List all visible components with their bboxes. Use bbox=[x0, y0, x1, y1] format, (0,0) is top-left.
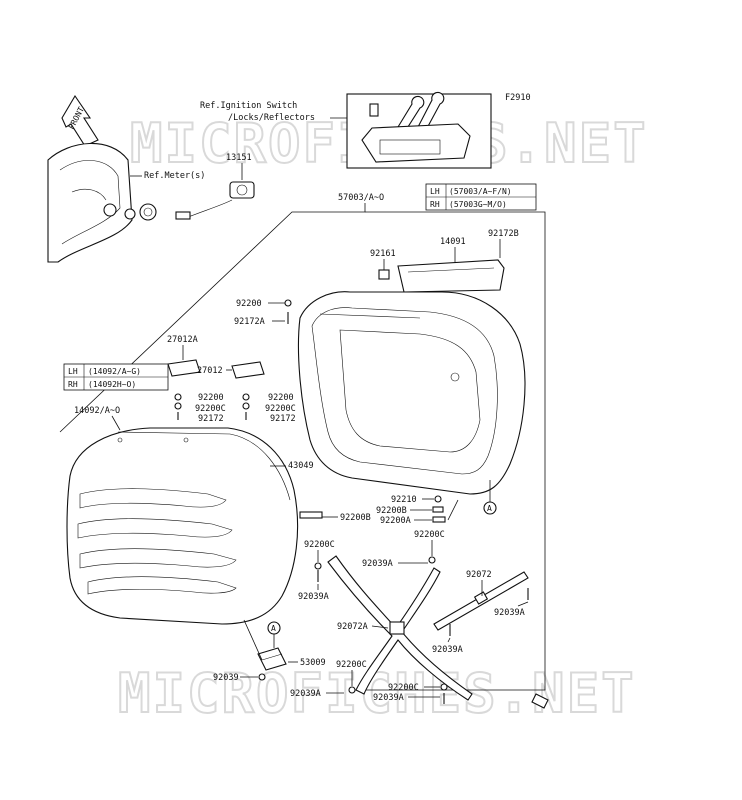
callout-14092: 14092/A~O bbox=[74, 406, 120, 416]
cover-table-lh-codes: (14092/A~G) bbox=[88, 367, 141, 376]
callout-92200C-strap-left: 92200C bbox=[304, 540, 335, 550]
callout-92172B: 92172B bbox=[488, 229, 519, 239]
callout-92039A-right: 92039A bbox=[494, 608, 525, 618]
callout-92210: 92210 bbox=[391, 495, 417, 505]
callout-92039A-lower-mid: 92039A bbox=[432, 645, 463, 655]
callout-92172-right: 92172 bbox=[270, 414, 296, 424]
callout-92039: 92039 bbox=[213, 673, 239, 683]
bracket-27012 bbox=[231, 361, 265, 379]
callout-14091: 14091 bbox=[440, 237, 466, 247]
callout-53009: 53009 bbox=[300, 658, 326, 668]
strap-92072A bbox=[327, 555, 473, 701]
ref-circle-a-upper: A bbox=[487, 504, 492, 513]
callout-92200B-left: 92200B bbox=[340, 513, 371, 523]
saddlebag-cover bbox=[66, 427, 323, 625]
callout-92200C-right: 92200C bbox=[265, 404, 296, 414]
ref-ignition-line2: /Locks/Reflectors bbox=[228, 113, 315, 123]
callout-92039A-left: 92039A bbox=[298, 592, 329, 602]
callout-27012: 27012 bbox=[197, 366, 223, 376]
cover-table-lh: LH bbox=[68, 367, 78, 376]
callout-57003: 57003/A~O bbox=[338, 193, 384, 203]
callout-27012A: 27012A bbox=[167, 335, 198, 345]
cover-table-rh: RH bbox=[68, 380, 78, 389]
callout-92200-right: 92200 bbox=[268, 393, 294, 403]
callout-92072: 92072 bbox=[466, 570, 492, 580]
callout-43049: 43049 bbox=[288, 461, 314, 471]
cover-variant-table: LH (14092/A~G) RH (14092H~O) bbox=[63, 363, 169, 391]
ignition-lock-box bbox=[346, 91, 492, 169]
latch-53009 bbox=[257, 647, 287, 671]
callout-92200-left: 92200 bbox=[198, 393, 224, 403]
figure-code: F2910 bbox=[505, 93, 531, 103]
case-table-rh-codes: (57003G~M/O) bbox=[449, 200, 507, 209]
callout-92072A: 92072A bbox=[337, 622, 368, 632]
bracket-27012A bbox=[167, 359, 201, 377]
reflector-part bbox=[397, 259, 505, 293]
ref-meter: Ref.Meter(s) bbox=[144, 171, 205, 181]
case-variant-table: LH (57003/A~F/N) RH (57003G~M/O) bbox=[425, 183, 537, 211]
front-arrow-icon: FRONT bbox=[61, 94, 99, 147]
socket-part bbox=[175, 181, 255, 220]
callout-92200B-right: 92200B bbox=[376, 506, 407, 516]
meter-fairing bbox=[47, 142, 157, 263]
callout-92200-upper: 92200 bbox=[236, 299, 262, 309]
callout-92200C-lower-left: 92200C bbox=[336, 660, 367, 670]
ref-circle-a-lower: A bbox=[271, 624, 276, 633]
callout-92161: 92161 bbox=[370, 249, 396, 259]
callout-92039A-lower-left: 92039A bbox=[290, 689, 321, 699]
callout-92039A-center: 92039A bbox=[362, 559, 393, 569]
callout-92200C-strap-center: 92200C bbox=[414, 530, 445, 540]
case-table-lh-codes: (57003/A~F/N) bbox=[449, 187, 512, 196]
callout-92200A: 92200A bbox=[380, 516, 411, 526]
callout-92200C-lower-right: 92200C bbox=[388, 683, 419, 693]
callout-92172A-upper: 92172A bbox=[234, 317, 265, 327]
saddlebag-case bbox=[297, 291, 526, 495]
case-table-lh: LH bbox=[430, 187, 440, 196]
cover-table-rh-codes: (14092H~O) bbox=[88, 380, 136, 389]
strap-92072 bbox=[433, 571, 529, 631]
ref-ignition-line1: Ref.Ignition Switch bbox=[200, 101, 297, 111]
case-table-rh: RH bbox=[430, 200, 440, 209]
callout-92039A-lower-right: 92039A bbox=[373, 693, 404, 703]
callout-92172-left: 92172 bbox=[198, 414, 224, 424]
callout-13151: 13151 bbox=[226, 153, 252, 163]
callout-92200C-left: 92200C bbox=[195, 404, 226, 414]
key-icon bbox=[369, 91, 445, 131]
